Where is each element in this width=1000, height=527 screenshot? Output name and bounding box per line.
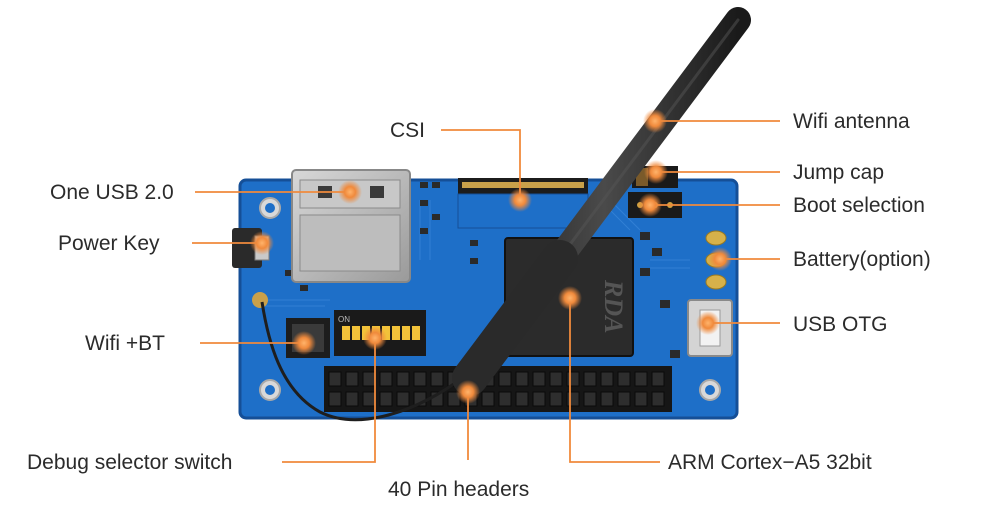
header-pin xyxy=(379,391,393,407)
header-pin xyxy=(532,391,546,407)
header-pin xyxy=(600,391,614,407)
header-pin xyxy=(413,371,427,387)
label-boot-selection: Boot selection xyxy=(793,194,925,217)
header-pin xyxy=(430,371,444,387)
header-pin xyxy=(379,371,393,387)
label-battery: Battery(option) xyxy=(793,248,931,271)
header-pin xyxy=(634,391,648,407)
header-pin xyxy=(362,371,376,387)
header-pin xyxy=(600,371,614,387)
header-pin xyxy=(328,371,342,387)
header-pin xyxy=(617,391,631,407)
header-pin xyxy=(328,391,342,407)
label-csi: CSI xyxy=(390,119,426,142)
label-jump-cap: Jump cap xyxy=(793,161,885,184)
header-pin xyxy=(345,371,359,387)
header-pin xyxy=(549,371,563,387)
label-usb-otg: USB OTG xyxy=(793,313,888,336)
label-wifi-bt: Wifi +BT xyxy=(85,332,165,355)
header-pin xyxy=(566,391,580,407)
header-pin xyxy=(651,391,665,407)
dip-marking: ON xyxy=(338,315,350,324)
header-pin xyxy=(481,391,495,407)
header-pin xyxy=(396,371,410,387)
header-pin xyxy=(651,371,665,387)
header-pin xyxy=(634,371,648,387)
label-power-key: Power Key xyxy=(58,232,160,255)
header-pin xyxy=(617,371,631,387)
chip-marking: RDA xyxy=(599,279,628,333)
wifi-antenna xyxy=(452,7,751,396)
label-arm-cortex: ARM Cortex−A5 32bit xyxy=(668,451,872,474)
header-pin xyxy=(498,391,512,407)
pin-header xyxy=(324,366,672,412)
header-pin xyxy=(549,391,563,407)
label-wifi-antenna: Wifi antenna xyxy=(793,110,910,133)
header-pin xyxy=(515,371,529,387)
header-pin xyxy=(362,391,376,407)
label-one-usb: One USB 2.0 xyxy=(50,181,174,204)
header-pin xyxy=(396,391,410,407)
header-pin xyxy=(515,391,529,407)
antenna-cable xyxy=(260,301,463,422)
usb-port xyxy=(291,169,411,283)
leader-lines xyxy=(192,120,780,463)
marker-dots xyxy=(250,109,732,404)
header-pin xyxy=(583,371,597,387)
header-pin xyxy=(532,371,546,387)
label-debug-switch: Debug selector switch xyxy=(27,451,233,474)
header-pin xyxy=(583,391,597,407)
header-pin xyxy=(566,371,580,387)
header-pin xyxy=(345,391,359,407)
header-pin xyxy=(498,371,512,387)
label-pin-headers: 40 Pin headers xyxy=(388,478,530,501)
